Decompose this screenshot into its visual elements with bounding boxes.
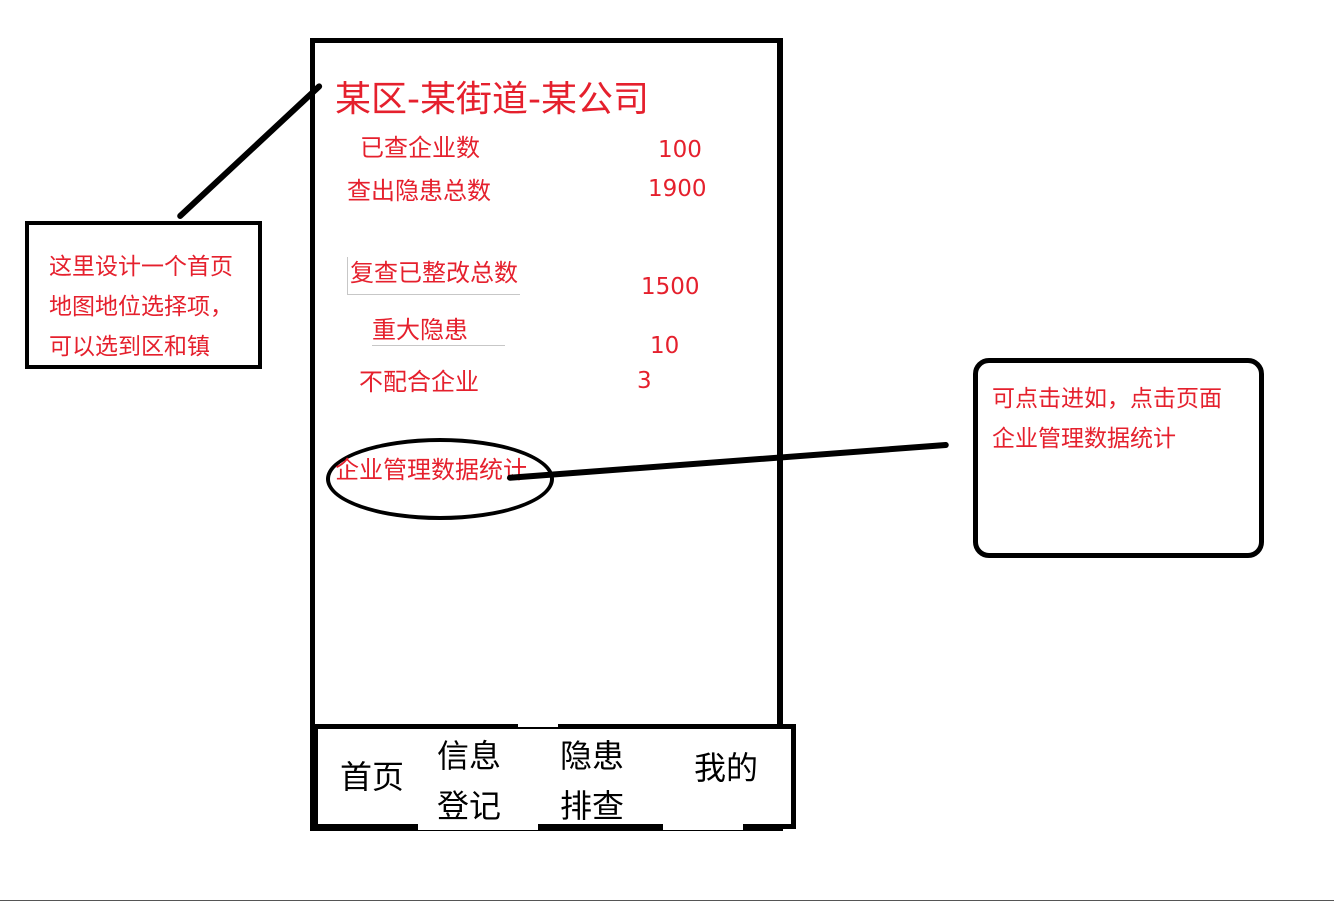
stat-label-total-hazards: 查出隐患总数	[347, 177, 491, 205]
management-stats-link-oval[interactable]	[326, 438, 554, 520]
tab-hazard-check[interactable]: 隐患 排查	[560, 736, 624, 826]
stat-value-checked-companies: 100	[658, 137, 702, 163]
stat-label-checked-companies: 已查企业数	[360, 134, 480, 162]
annotation-note-left: 这里设计一个首页 地图地位选择项， 可以选到区和镇	[25, 221, 262, 369]
annotation-right-line2: 企业管理数据统计	[992, 426, 1176, 452]
tab-mine[interactable]: 我的	[694, 748, 758, 788]
annotation-right-line1: 可点击进如，点击页面	[992, 386, 1222, 412]
annotation-left-line3: 可以选到区和镇	[49, 334, 210, 360]
management-stats-link[interactable]: 企业管理数据统计	[335, 456, 527, 484]
bottom-divider	[0, 900, 1334, 901]
phone-frame	[310, 38, 783, 831]
region-selector[interactable]: 某区-某街道-某公司	[335, 79, 649, 120]
stat-label-major-hazards: 重大隐患	[372, 315, 505, 346]
tab-info-label-line1: 信息	[437, 737, 502, 775]
stat-label-uncooperative: 不配合企业	[359, 368, 479, 396]
annotation-connector-left	[175, 82, 324, 221]
tab-hazard-label-line1: 隐患	[560, 737, 625, 775]
tab-mine-label: 我的	[694, 749, 759, 787]
stat-value-rechecked-fixed: 1500	[641, 274, 700, 300]
annotation-note-right: 可点击进如，点击页面 企业管理数据统计	[973, 358, 1264, 558]
tab-hazard-label-line2: 排查	[560, 787, 625, 825]
annotation-left-line2: 地图地位选择项，	[49, 294, 233, 320]
tab-info-register[interactable]: 信息 登记	[437, 736, 501, 826]
tab-home[interactable]: 首页	[340, 757, 404, 797]
bottom-tab-bar	[313, 721, 796, 830]
stat-value-uncooperative: 3	[637, 368, 652, 394]
tab-home-label: 首页	[340, 758, 405, 796]
stat-value-major-hazards: 10	[650, 333, 680, 359]
stat-value-total-hazards: 1900	[648, 176, 707, 202]
tab-info-label-line2: 登记	[437, 787, 502, 825]
annotation-left-line1: 这里设计一个首页	[49, 254, 233, 280]
stat-label-rechecked-fixed: 复查已整改总数	[347, 257, 520, 295]
